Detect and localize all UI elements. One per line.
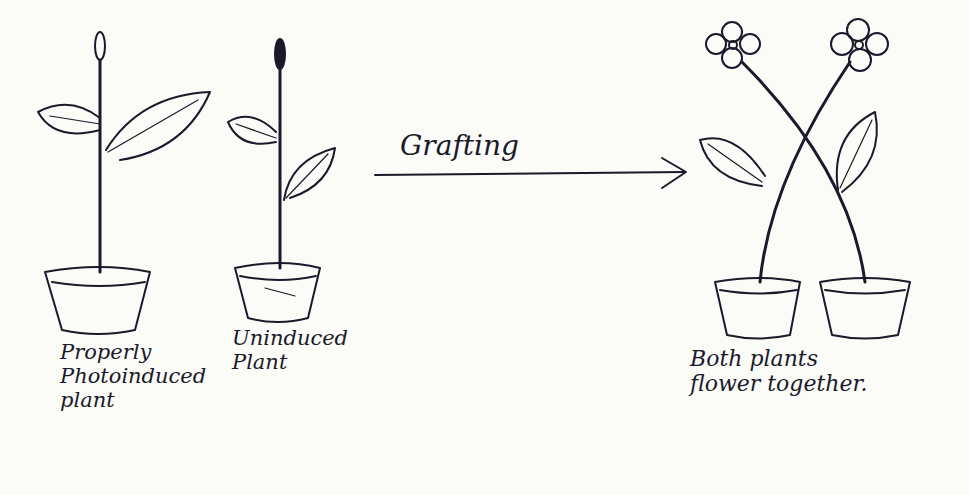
leaf-vein — [108, 100, 198, 152]
leaf-vein — [236, 124, 276, 138]
pot-rim — [52, 282, 145, 286]
arrow-label: Grafting — [400, 130, 600, 162]
pot-rim — [720, 290, 797, 294]
flower — [706, 22, 760, 68]
leaf-vein — [840, 120, 872, 188]
induced-plant — [38, 32, 210, 334]
pot — [715, 278, 800, 339]
leaf — [837, 112, 877, 192]
plant-caption: Uninduced Plant — [232, 326, 352, 374]
grafted-plants — [700, 19, 910, 339]
flower — [831, 19, 888, 71]
bud — [275, 39, 285, 69]
soil-mark — [265, 288, 295, 296]
plant-caption: Properly Photoinduced plant — [60, 340, 185, 412]
leaf-vein — [50, 116, 100, 124]
leaf — [106, 92, 210, 160]
arrow-head — [662, 158, 686, 188]
stem — [742, 62, 865, 282]
leaf-vein — [708, 144, 762, 182]
stem — [99, 60, 102, 272]
pot — [235, 263, 320, 322]
leaf — [38, 105, 100, 134]
pot-rim — [240, 276, 316, 280]
result-caption: Both plants flower together. — [690, 346, 890, 397]
pot — [45, 267, 150, 334]
bud — [95, 32, 105, 60]
pot-rim — [825, 290, 905, 294]
leaf — [700, 138, 765, 186]
uninduced-plant — [228, 39, 335, 322]
pot — [820, 278, 910, 339]
stem — [279, 70, 282, 268]
process-arrow — [375, 172, 685, 175]
leaf — [284, 148, 335, 200]
leaf — [228, 117, 276, 144]
leaf-vein — [286, 154, 328, 198]
